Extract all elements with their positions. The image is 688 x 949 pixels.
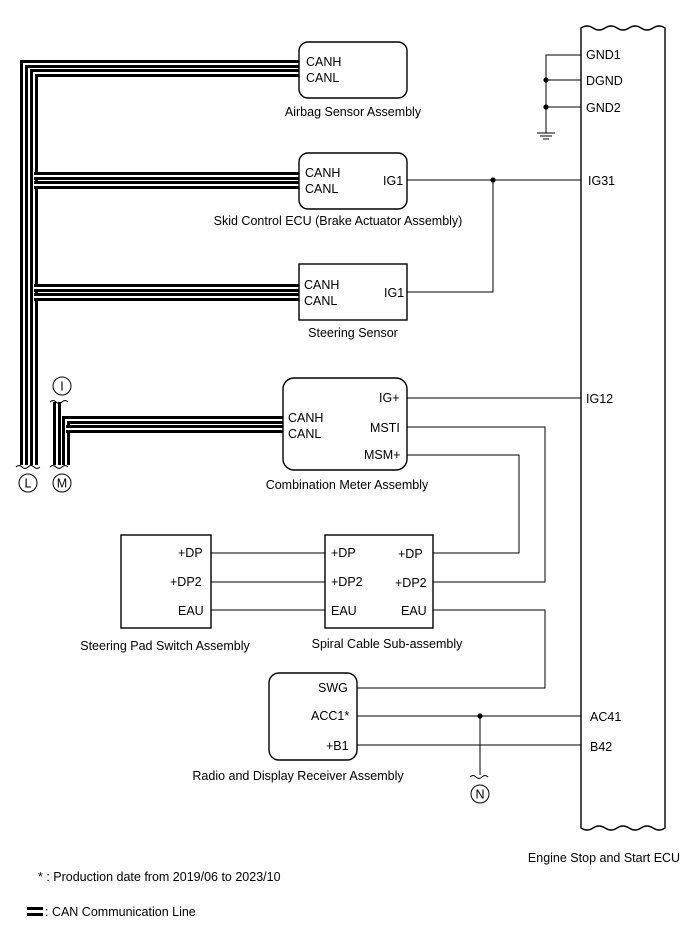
connector-i: I: [52, 376, 72, 396]
label-ecu-b42: B42: [590, 740, 612, 754]
label-meter-canl: CANL: [288, 427, 321, 441]
ground-wiring: [537, 54, 581, 140]
label-steering-sensor-name: Steering Sensor: [308, 326, 398, 340]
label-pad-switch-dp2: +DP2: [170, 575, 202, 589]
radio-wiring: [357, 713, 581, 779]
label-skid-canh: CANH: [305, 166, 340, 180]
label-steering-sensor-canl: CANL: [304, 294, 337, 308]
steering-sensor: CANH CANL IG1 Steering Sensor: [298, 263, 408, 340]
label-pad-switch-eau: EAU: [178, 604, 204, 618]
label-meter-msmp: MSM+: [364, 448, 400, 462]
label-airbag-canl: CANL: [306, 71, 339, 85]
connector-m: M: [52, 473, 72, 493]
label-radio-b1: +B1: [326, 739, 349, 753]
legend-label: : CAN Communication Line: [45, 905, 196, 919]
label-ecu-ac41: AC41: [590, 710, 621, 724]
label-radio-acc1: ACC1*: [311, 709, 349, 723]
label-meter-msti: MSTI: [370, 421, 400, 435]
skid-control-ecu: CANH CANL IG1 Skid Control ECU (Brake Ac…: [214, 152, 463, 228]
engine-stop-start-ecu: GND1 DGND GND2 IG31 IG12 AC41 B42 Engine…: [528, 25, 680, 865]
label-spiral-dp-r: +DP: [398, 547, 423, 561]
label-skid-name: Skid Control ECU (Brake Actuator Assembl…: [214, 214, 463, 228]
ig31-wiring: [407, 177, 581, 293]
legend: : CAN Communication Line: [27, 905, 196, 919]
label-spiral-eau-l: EAU: [331, 604, 357, 618]
label-pad-switch-name: Steering Pad Switch Assembly: [80, 639, 250, 653]
label-radio-swg: SWG: [318, 681, 348, 695]
label-spiral-name: Spiral Cable Sub-assembly: [312, 637, 464, 651]
label-steering-sensor-ig1: IG1: [384, 286, 404, 300]
label-meter-name: Combination Meter Assembly: [266, 478, 429, 492]
footnote: * : Production date from 2019/06 to 2023…: [38, 870, 281, 884]
label-meter-canh: CANH: [288, 411, 323, 425]
label-connectors-m: M: [57, 477, 67, 491]
label-skid-ig1: IG1: [383, 174, 403, 188]
label-connectors-l: L: [25, 477, 32, 491]
can-bus: [15, 60, 299, 469]
label-pad-switch-dp: +DP: [178, 546, 203, 560]
spiral-cable-sub-assembly: +DP +DP2 EAU +DP +DP2 EAU Spiral Cable S…: [312, 534, 464, 651]
combination-meter-assembly: IG+ CANH CANL MSTI MSM+ Combination Mete…: [266, 377, 429, 492]
label-airbag-canh: CANH: [306, 55, 341, 69]
label-ecu-gnd2: GND2: [586, 101, 621, 115]
airbag-sensor-assembly: CANH CANL Airbag Sensor Assembly: [285, 41, 422, 119]
label-skid-canl: CANL: [305, 182, 338, 196]
label-ecu-ig31: IG31: [588, 174, 615, 188]
label-spiral-dp2-l: +DP2: [331, 575, 363, 589]
label-connectors-i: I: [60, 380, 63, 394]
ecu-name: Engine Stop and Start ECU: [528, 851, 680, 865]
label-airbag-name: Airbag Sensor Assembly: [285, 105, 422, 119]
label-ecu-ig12: IG12: [586, 392, 613, 406]
connector-n: N: [470, 784, 490, 804]
label-spiral-dp-l: +DP: [331, 546, 356, 560]
label-ecu-gnd1: GND1: [586, 48, 621, 62]
label-steering-sensor-canh: CANH: [304, 278, 339, 292]
meter-wiring: [407, 397, 581, 583]
label-spiral-eau-r: EAU: [401, 604, 427, 618]
pad-spiral-wiring: [211, 552, 546, 689]
label-connectors-n: N: [475, 788, 484, 802]
connector-l: L: [18, 473, 38, 493]
label-ecu-dgnd: DGND: [586, 74, 623, 88]
label-meter-igp: IG+: [379, 391, 400, 405]
label-spiral-dp2-r: +DP2: [395, 576, 427, 590]
radio-display-receiver-assembly: SWG ACC1* +B1 Radio and Display Receiver…: [192, 672, 404, 783]
label-radio-name: Radio and Display Receiver Assembly: [192, 769, 404, 783]
